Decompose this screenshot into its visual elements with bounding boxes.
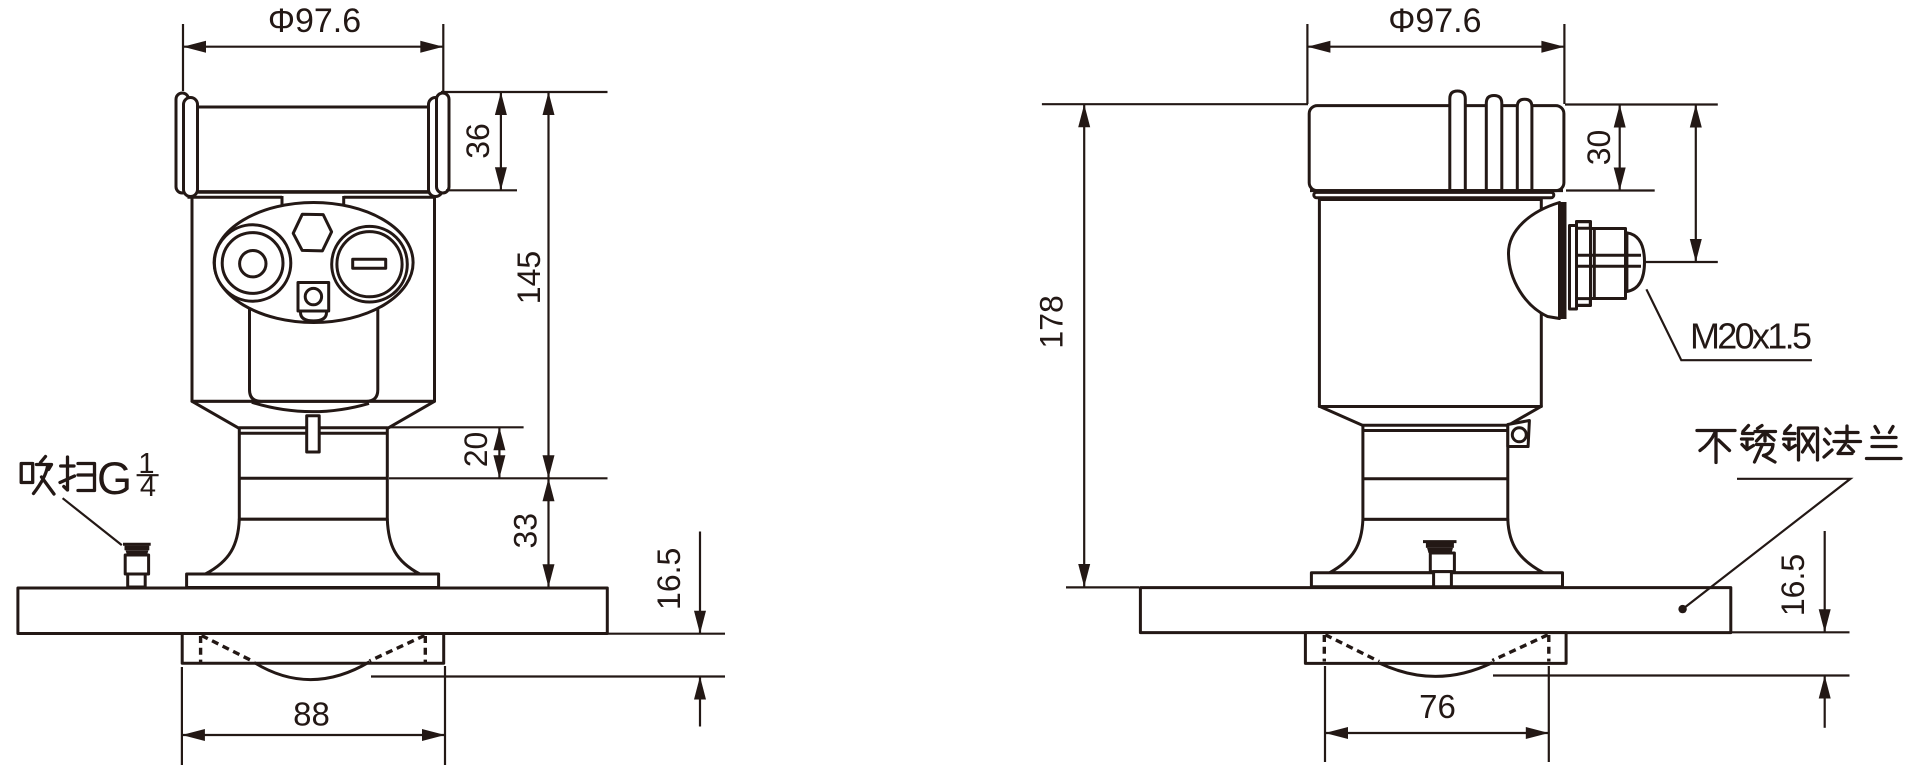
svg-text:Φ97.6: Φ97.6	[268, 2, 361, 40]
svg-text:4: 4	[140, 471, 156, 503]
svg-text:M20x1.5: M20x1.5	[1690, 316, 1812, 357]
svg-text:88: 88	[293, 696, 330, 733]
svg-text:G: G	[97, 453, 132, 504]
svg-text:20: 20	[458, 432, 494, 468]
svg-text:76: 76	[1419, 688, 1456, 725]
svg-text:33: 33	[508, 513, 544, 549]
svg-text:Φ97.6: Φ97.6	[1388, 2, 1481, 40]
svg-text:36: 36	[460, 123, 496, 159]
svg-text:16.5: 16.5	[651, 548, 687, 610]
svg-text:16.5: 16.5	[1775, 554, 1811, 616]
svg-text:1: 1	[138, 448, 154, 480]
svg-text:178: 178	[1034, 295, 1070, 348]
svg-text:145: 145	[511, 251, 547, 304]
svg-text:30: 30	[1581, 130, 1617, 166]
